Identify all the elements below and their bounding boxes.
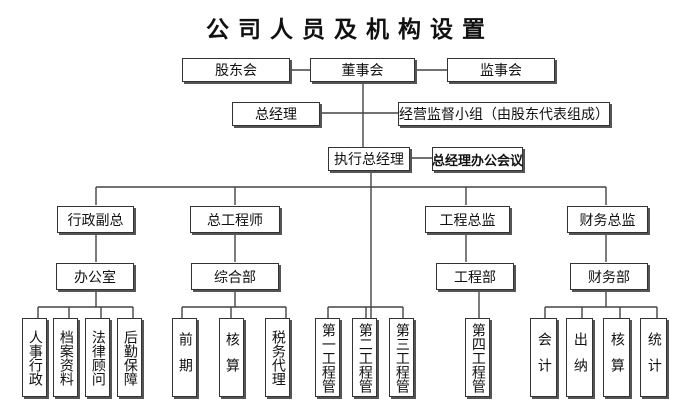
admin-vp-box[interactable]: 行政副总 [57, 206, 134, 233]
unit-statistics[interactable]: 统计 [640, 318, 667, 397]
chart-title: 公司人员及机构设置 [206, 17, 494, 43]
office-dept-box[interactable]: 办公室 [56, 263, 134, 290]
unit-preliminary[interactable]: 前期 [172, 318, 197, 397]
unit-hr-admin[interactable]: 人事行政 [22, 318, 47, 397]
supervisors-box[interactable]: 监事会 [447, 58, 555, 82]
unit-accountant[interactable]: 会计 [530, 318, 557, 397]
chief-engineer-box[interactable]: 总工程师 [190, 206, 280, 233]
finance-dept-box[interactable]: 财务部 [570, 263, 648, 290]
unit-accounting-finance[interactable]: 核算 [603, 318, 630, 397]
unit-archives[interactable]: 档案资料 [53, 318, 78, 397]
finance-director-box[interactable]: 财务总监 [567, 206, 648, 233]
general-manager-box[interactable]: 总经理 [232, 102, 320, 126]
supervision-group-box[interactable]: 经营监督小组（由股东代表组成） [398, 102, 610, 126]
unit-accounting-engineering[interactable]: 核算 [219, 318, 244, 397]
unit-legal-counsel[interactable]: 法律顾问 [85, 318, 110, 397]
engineering-dept-box[interactable]: 工程部 [436, 263, 514, 290]
unit-logistics[interactable]: 后勤保障 [117, 318, 142, 397]
general-dept-box[interactable]: 综合部 [191, 263, 279, 290]
unit-project-2[interactable]: 第二工程管 [352, 318, 377, 397]
unit-project-4[interactable]: 第四工程管 [465, 318, 490, 397]
unit-project-1[interactable]: 第一工程管 [315, 318, 340, 397]
shareholders-box[interactable]: 股东会 [182, 58, 290, 82]
unit-tax-agent[interactable]: 税务代理 [265, 318, 290, 397]
unit-project-3[interactable]: 第三工程管 [389, 318, 414, 397]
gm-office-meeting-box[interactable]: 总经理办公会议 [432, 147, 523, 171]
unit-cashier[interactable]: 出纳 [566, 318, 593, 397]
executive-gm-box[interactable]: 执行总经理 [328, 147, 410, 171]
board-box[interactable]: 董事会 [310, 58, 415, 82]
project-director-box[interactable]: 工程总监 [425, 206, 510, 233]
